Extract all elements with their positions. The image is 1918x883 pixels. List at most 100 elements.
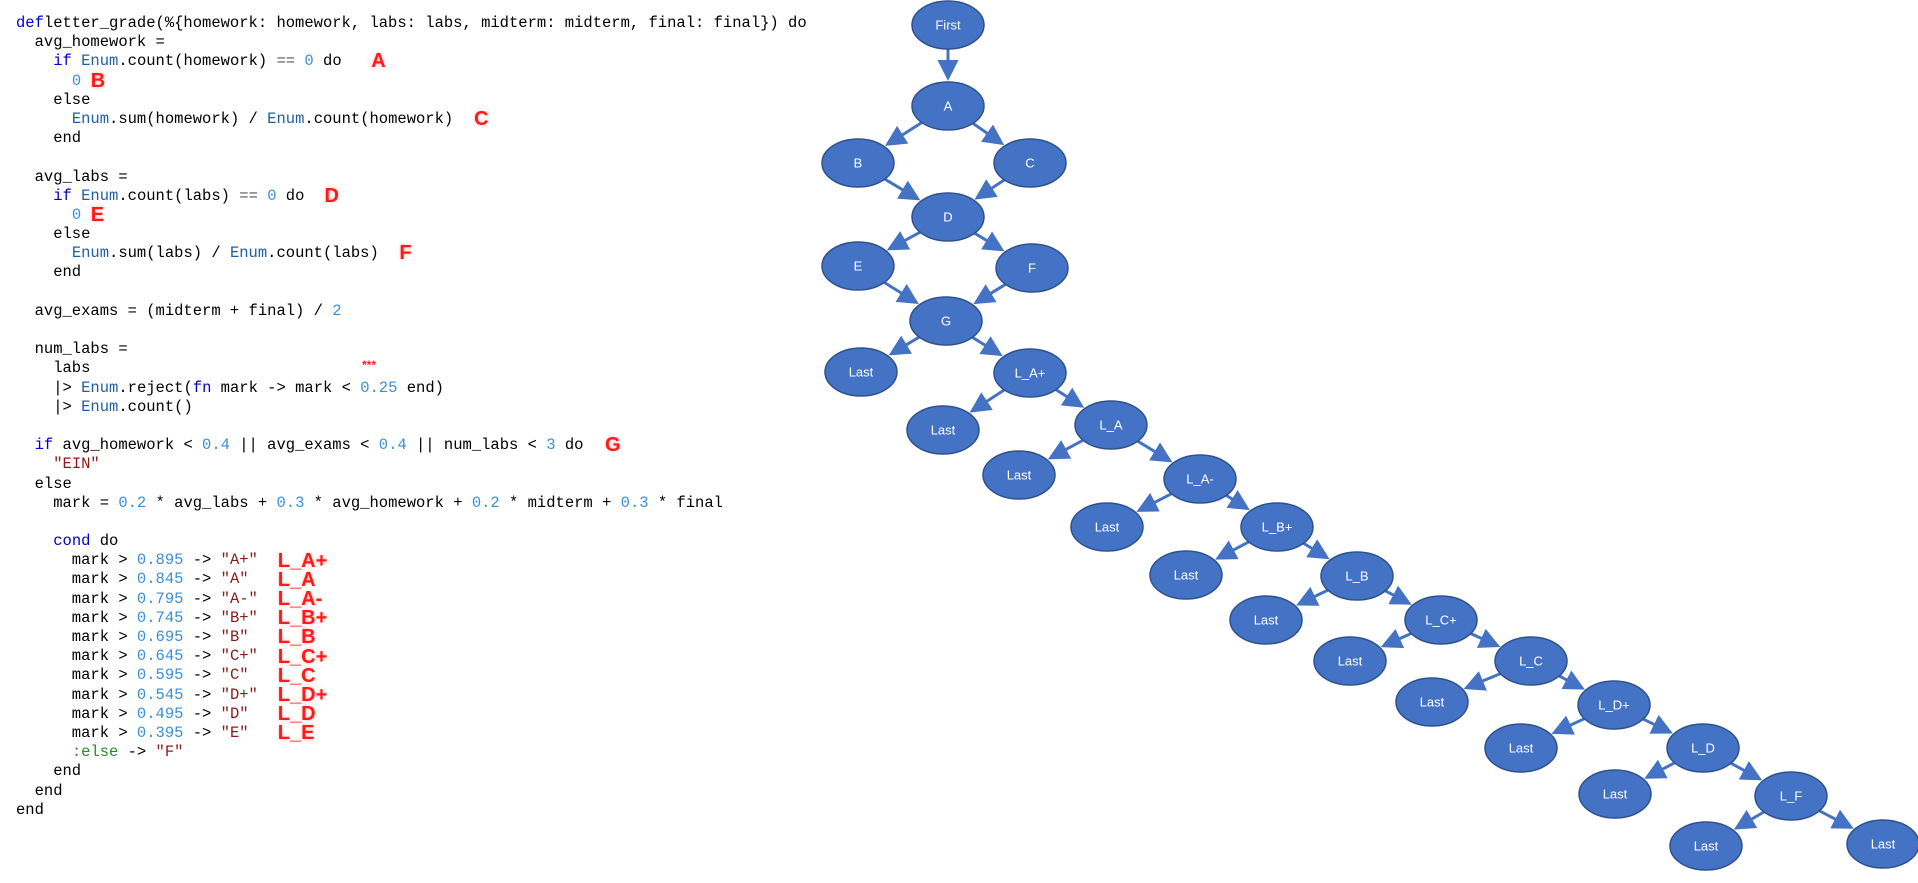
graph-node-ellipse — [993, 138, 1067, 188]
code-line: else — [16, 225, 807, 244]
graph-node-label: L_B — [1345, 569, 1368, 584]
annotation-label: L_A+ — [277, 549, 328, 572]
code-token: 0.2 — [118, 493, 147, 512]
code-token: Enum — [267, 109, 305, 128]
code-token: -> — [183, 666, 221, 685]
graph-node: L_A+ — [993, 348, 1067, 398]
code-token: "A-" — [220, 589, 258, 608]
code-token: end — [16, 762, 82, 781]
graph-edge — [1642, 714, 1673, 734]
graph-node: L_B — [1320, 551, 1394, 601]
code-line: mark > 0.895 -> "A+" — [16, 551, 807, 570]
code-line: end — [16, 762, 807, 781]
graph-node-ellipse — [1846, 819, 1918, 869]
annotation-label: C — [474, 108, 489, 130]
annotation-label: L_C — [277, 664, 316, 687]
annotation-label: A — [371, 50, 386, 73]
graph-edge — [1055, 387, 1085, 408]
code-token: avg_homework = — [16, 33, 165, 52]
graph-node-label: Last — [1694, 839, 1719, 854]
code-token: Enum — [71, 186, 119, 205]
graph-node-label: G — [941, 314, 951, 329]
graph-node-label: Last — [1603, 787, 1628, 802]
code-token: "A+" — [220, 551, 258, 570]
code-token: letter_grade(%{homework: homework, labs:… — [43, 14, 807, 32]
code-token: mark > — [16, 589, 137, 608]
graph-node: B — [821, 138, 895, 188]
graph-node: Last — [906, 405, 980, 455]
code-token: 0.2 — [471, 493, 500, 512]
code-token: end — [16, 781, 63, 800]
graph-edge — [1470, 628, 1501, 648]
code-line: mark > 0.695 -> "B" — [16, 628, 807, 647]
code-token: -> — [183, 570, 221, 589]
code-token: 0.495 — [136, 704, 184, 723]
code-line: mark > 0.395 -> "E" — [16, 724, 807, 743]
graph-edge — [886, 230, 921, 251]
code-line: avg_labs = — [16, 168, 807, 187]
graph-node-ellipse — [911, 192, 985, 242]
code-token: mark > — [16, 551, 137, 570]
code-token: 0.545 — [136, 685, 184, 704]
graph-edge — [973, 283, 1007, 305]
graph-node-ellipse — [821, 241, 895, 291]
graph-node: E — [821, 241, 895, 291]
graph-edges — [883, 49, 1854, 830]
code-token: -> — [183, 647, 221, 666]
code-token: Enum — [229, 244, 268, 263]
graph-node: Last — [1229, 595, 1303, 645]
graph-node: F — [995, 243, 1069, 293]
code-token: 0.395 — [136, 723, 184, 742]
code-token: "C" — [220, 666, 249, 685]
graph-node: L_F — [1754, 771, 1828, 821]
graph-node-label: D — [943, 210, 952, 225]
annotation-label: L_D+ — [277, 684, 328, 706]
annotation-label: L_A — [277, 568, 316, 591]
graph-node-ellipse — [1163, 454, 1237, 504]
graph-edge — [884, 121, 923, 146]
graph-node-label: Last — [1509, 741, 1534, 756]
code-token: * midterm + — [499, 493, 621, 512]
graph-node-ellipse — [824, 347, 898, 397]
graph-edge — [1551, 715, 1586, 735]
graph-node-label: L_D — [1691, 741, 1715, 756]
code-token: 0 — [304, 52, 314, 71]
graph-node: Last — [1149, 550, 1223, 600]
code-token: .count(labs) — [118, 186, 240, 205]
code-token: mark > — [16, 570, 137, 589]
graph-edge — [1296, 586, 1329, 606]
code-token: .sum(labs) / — [109, 244, 230, 263]
graph-node: L_B+ — [1240, 502, 1314, 552]
annotation-label: L_A- — [277, 588, 323, 610]
graph-edge — [888, 335, 921, 356]
graph-node-ellipse — [1578, 769, 1652, 819]
graph-node-label: L_A- — [1186, 472, 1213, 487]
graph-node: L_C — [1494, 636, 1568, 686]
code-token: -> — [118, 743, 156, 762]
code-line: mark > 0.645 -> "C+" — [16, 647, 807, 666]
code-line: cond do — [16, 532, 807, 551]
code-token: if — [53, 186, 72, 205]
graph-node-label: A — [944, 99, 953, 114]
graph-node-label: B — [854, 156, 863, 171]
code-token: 0.3 — [276, 493, 305, 512]
graph-node: First — [911, 0, 985, 50]
code-token: -> — [183, 589, 221, 608]
stars-mark: *** — [362, 358, 377, 372]
code-token: end — [16, 129, 82, 148]
code-token: .count(labs) — [267, 244, 379, 263]
code-token: do — [276, 186, 305, 205]
code-token: "E" — [220, 723, 249, 742]
graph-node: Last — [1395, 677, 1469, 727]
graph-node: Last — [824, 347, 898, 397]
graph-node-ellipse — [1484, 723, 1558, 773]
graph-node-label: Last — [1338, 654, 1363, 669]
code-line: avg_exams = (midterm + final) / 2 — [16, 302, 807, 321]
code-line: num_labs = — [16, 340, 807, 359]
code-line: if Enum.count(labs) == 0 do — [16, 187, 807, 206]
code-token: 0.695 — [136, 628, 184, 646]
code-line: mark > 0.845 -> "A" — [16, 570, 807, 589]
graph-node-ellipse — [821, 138, 895, 188]
code-token: 2 — [332, 301, 342, 320]
